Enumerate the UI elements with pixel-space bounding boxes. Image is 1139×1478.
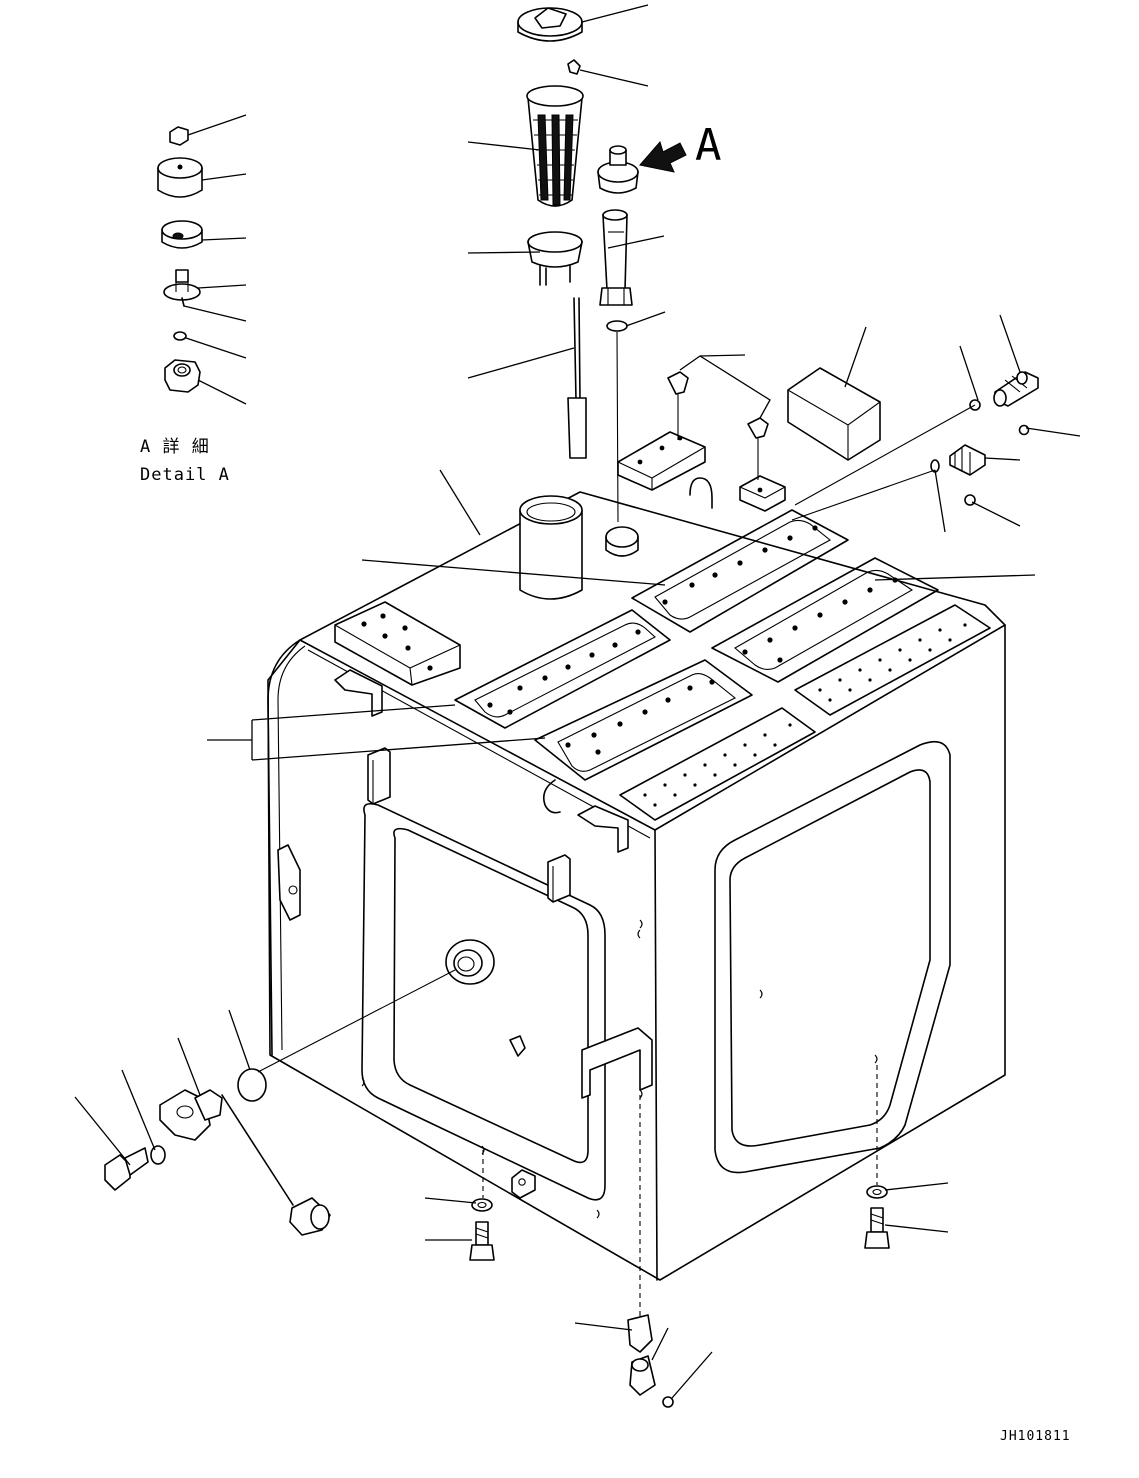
pin	[567, 59, 581, 75]
adapter-nut	[164, 359, 201, 393]
top-mounting-pads	[605, 431, 786, 557]
sight-gauge	[445, 939, 495, 985]
view-arrow-a: A	[639, 120, 722, 173]
dipstick	[567, 297, 587, 459]
cushion-bushes	[667, 371, 769, 480]
detail-caption-jp: A 詳 細	[140, 437, 210, 457]
washer-mid	[471, 1198, 493, 1212]
assembly-line-breather	[616, 331, 619, 523]
breather-valve	[597, 145, 639, 194]
drawing-number: JH101811	[1000, 1429, 1071, 1444]
filler-neck-housing	[519, 495, 583, 600]
float-rod	[221, 1094, 294, 1206]
anti-slip-dots	[643, 623, 967, 807]
detail-a-parts: A 詳 細 Detail A	[140, 126, 230, 485]
o-ring-drain	[662, 1396, 674, 1408]
strainer-element	[526, 85, 584, 207]
assembly-line-gauge	[257, 969, 456, 1073]
filler-cap	[517, 7, 583, 42]
breather-stem	[599, 209, 633, 306]
seal-ring	[161, 220, 203, 249]
washer-left	[150, 1145, 166, 1165]
float	[289, 1197, 331, 1236]
top-cover-plates	[334, 509, 991, 821]
o-ring-top	[606, 320, 628, 332]
gasket	[237, 1068, 267, 1102]
callout-leader-lines	[74, 4, 1081, 1399]
bolt-right	[864, 1207, 890, 1249]
strainer-holder	[527, 231, 583, 286]
cap-nut	[169, 126, 189, 146]
view-label-a: A	[695, 120, 722, 171]
valve-stem	[163, 269, 201, 307]
assembly-line-nipple	[791, 469, 936, 521]
nipple-fitting	[949, 444, 986, 476]
level-switch	[159, 1089, 223, 1141]
assembly-line-elbow	[794, 404, 976, 506]
side-hole-marks	[361, 919, 878, 1219]
hook	[689, 477, 713, 509]
detail-caption-en: Detail A	[140, 465, 230, 485]
o-ring-right-2	[1018, 424, 1030, 436]
drain-valve	[627, 1314, 656, 1396]
hydraulic-tank-body	[267, 491, 1006, 1281]
washer-right	[866, 1185, 888, 1199]
right-side-panel	[714, 740, 951, 1174]
side-brackets	[277, 669, 653, 1199]
bushing-ring	[605, 526, 639, 548]
clip	[542, 779, 561, 814]
small-o-ring	[173, 331, 187, 341]
block-pad	[787, 367, 881, 461]
cylinder-body	[157, 157, 203, 198]
bolt-mid	[469, 1221, 495, 1261]
o-ring-right-4	[964, 494, 976, 506]
elbow-fitting-top	[993, 371, 1039, 407]
bolt-left	[104, 1147, 149, 1191]
